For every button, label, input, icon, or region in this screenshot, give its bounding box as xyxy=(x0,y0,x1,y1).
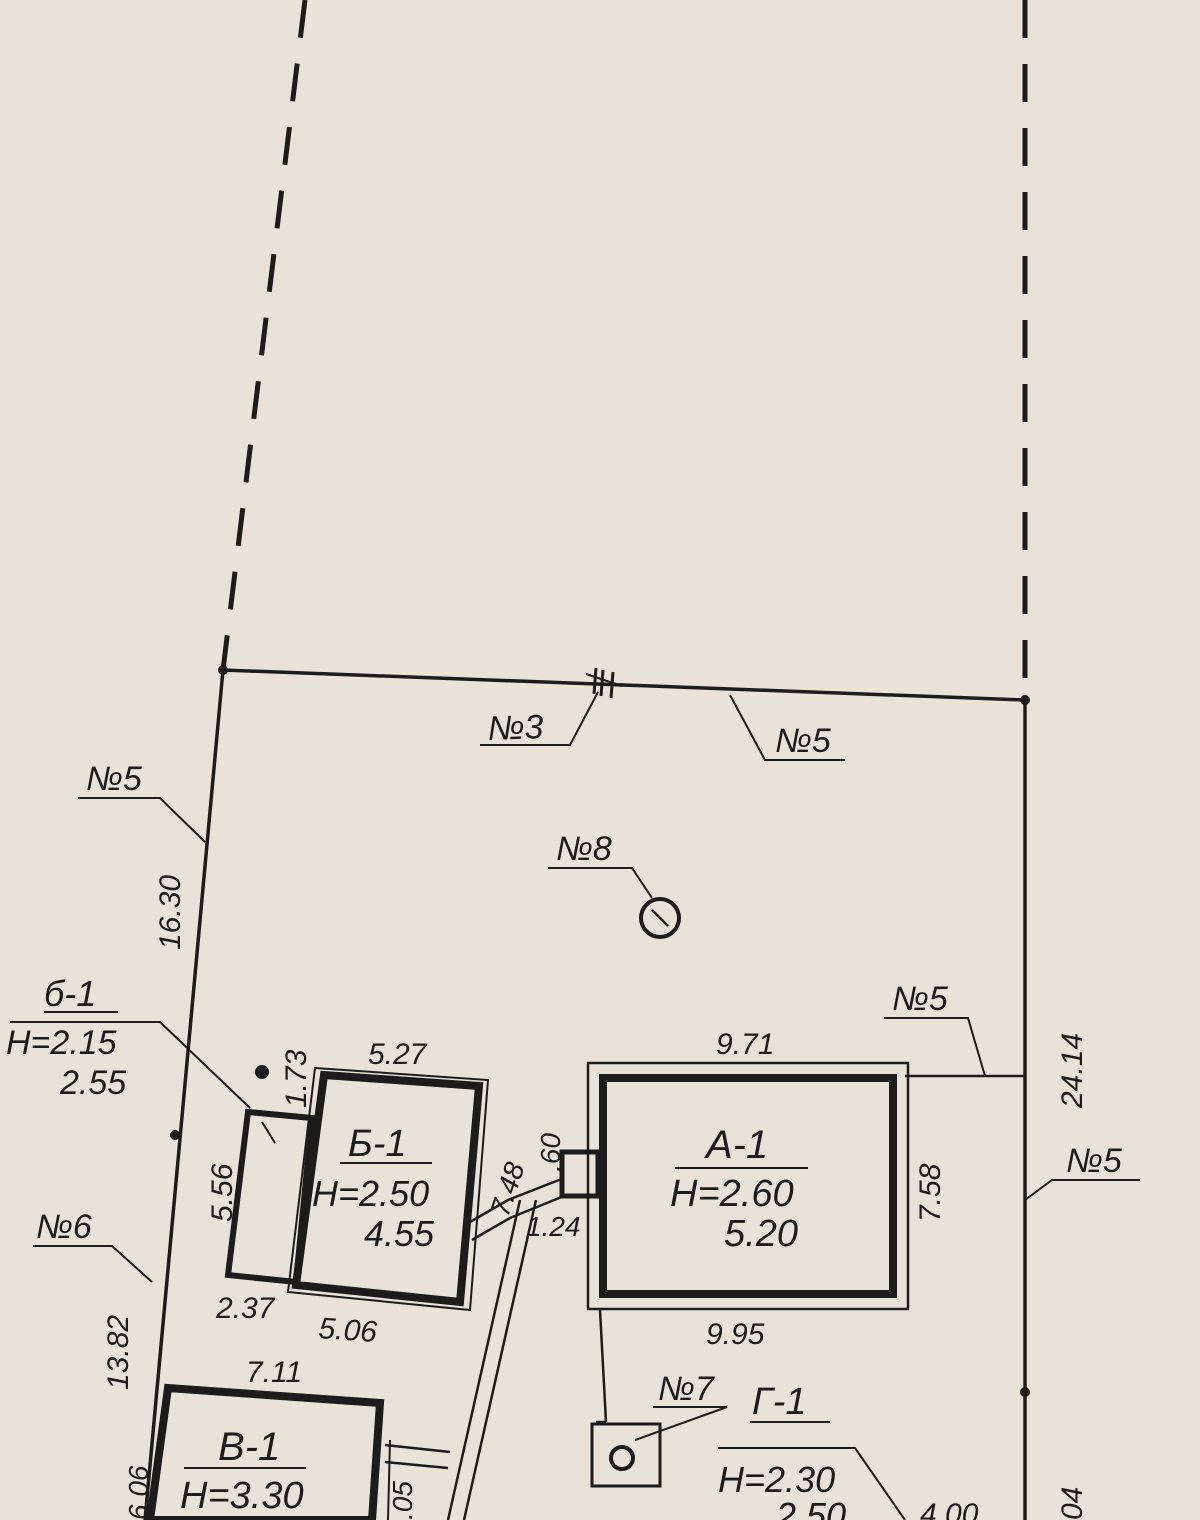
gate-mark xyxy=(585,667,623,699)
footpaths xyxy=(384,1176,608,1520)
b-small-height: H=2.15 xyxy=(6,1024,117,1062)
building-a1-outline xyxy=(586,1061,910,1311)
a1-name: А-1 xyxy=(704,1123,768,1167)
porch-a1 xyxy=(559,1149,601,1199)
g1-name: Г-1 xyxy=(752,1381,806,1423)
label-n5-mid: №5 xyxy=(892,980,948,1018)
dim-porch-a: .60 xyxy=(535,1133,566,1172)
b1-value: 4.55 xyxy=(364,1213,435,1254)
dim-v-top: 7.11 xyxy=(246,1356,302,1389)
boundary-node-right xyxy=(1020,1387,1030,1397)
dim-a-bottom: 9.95 xyxy=(706,1318,765,1351)
dim-v-left: 6.06 xyxy=(123,1465,154,1520)
building-b1-outline xyxy=(286,1066,490,1312)
dim-g-cut: 4.00 xyxy=(920,1498,979,1520)
text-layer: №3 №5 №5 №8 №5 №5 №6 №7 16.30 13.82 24.1… xyxy=(6,708,1122,1520)
dim-right-bottom: 04 xyxy=(1056,1487,1089,1520)
plot-boundary xyxy=(143,668,1027,1520)
dim-a-right: 7.58 xyxy=(914,1163,947,1222)
g1-height: H=2.30 xyxy=(718,1459,835,1500)
dim-a-top: 9.71 xyxy=(716,1028,774,1061)
dim-b-left: 5.56 xyxy=(206,1163,239,1222)
dim-v-side: .05 xyxy=(387,1481,418,1520)
well-icon xyxy=(639,897,681,939)
cesspit-icon xyxy=(609,1445,635,1471)
building-v1 xyxy=(145,1383,385,1520)
boundary-node-left xyxy=(170,1130,180,1140)
marker-dot xyxy=(255,1065,269,1079)
dim-right-main: 24.14 xyxy=(1056,1033,1089,1109)
boundary-node-top-left xyxy=(218,665,228,675)
label-underlines xyxy=(44,1011,830,1469)
dim-left-upper: 16.30 xyxy=(154,875,187,950)
dim-porch-b: 1.24 xyxy=(526,1211,581,1242)
label-n5-right: №5 xyxy=(1066,1142,1122,1180)
g1-value: 2.50 xyxy=(775,1495,846,1520)
leader-lines xyxy=(10,691,1140,1520)
v1-name: В-1 xyxy=(218,1425,280,1469)
b-small-value: 2.55 xyxy=(59,1064,126,1102)
v1-height: H=3.30 xyxy=(180,1475,304,1517)
a1-value: 5.20 xyxy=(724,1213,798,1255)
building-b1 xyxy=(291,1070,484,1307)
left-dashed-boundary xyxy=(220,0,308,671)
dim-b-top: 5.27 xyxy=(368,1038,428,1071)
dim-b-small: 1.73 xyxy=(280,1049,313,1108)
boundary-node-top-right xyxy=(1020,695,1030,705)
cesspit-box xyxy=(590,1422,662,1488)
b1-name: Б-1 xyxy=(348,1123,407,1165)
b-small-name: б-1 xyxy=(44,973,96,1014)
label-n3: №3 xyxy=(487,708,544,748)
dim-left-lower: 13.82 xyxy=(102,1315,135,1390)
label-n5-left: №5 xyxy=(86,760,142,798)
label-n8: №8 xyxy=(556,830,612,868)
label-n5-top: №5 xyxy=(775,722,831,760)
building-a1 xyxy=(599,1074,897,1298)
label-n7: №7 xyxy=(658,1370,715,1408)
label-n6: №6 xyxy=(36,1208,92,1246)
a1-height: H=2.60 xyxy=(670,1173,794,1215)
dim-b-bottom-small: 2.37 xyxy=(215,1292,276,1325)
b1-height: H=2.50 xyxy=(312,1173,429,1214)
dim-b-side: 7.48 xyxy=(484,1158,530,1220)
dim-b-bottom: 5.06 xyxy=(318,1312,379,1349)
